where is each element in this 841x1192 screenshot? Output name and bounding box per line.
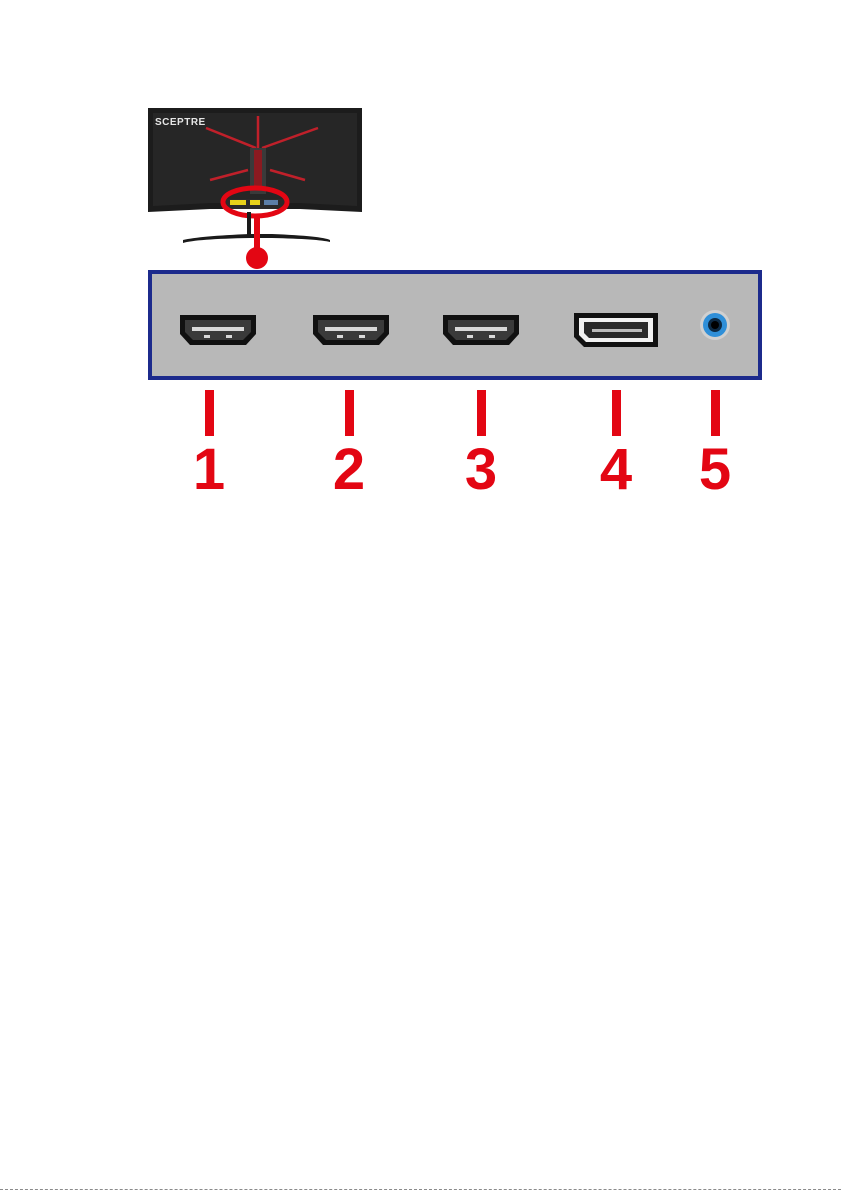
pointer-line-3: [477, 390, 486, 436]
hdmi-port-icon: [313, 315, 389, 345]
port-highlight-3: [264, 200, 278, 205]
port-number-4: 4: [586, 440, 646, 500]
pointer-line-2: [345, 390, 354, 436]
port-number-3: 3: [451, 440, 511, 500]
stand-pillar: [247, 212, 251, 238]
brand-logo: SCEPTRE: [155, 117, 206, 128]
pointer-line-1: [205, 390, 214, 436]
port-number-2: 2: [319, 440, 379, 500]
pointer-line-4: [612, 390, 621, 436]
displayport-icon: [574, 313, 658, 347]
monitor-back-illustration: SCEPTRE: [148, 108, 362, 269]
port-highlight-2: [250, 200, 260, 205]
stand-neck-accent: [254, 150, 262, 190]
page-bottom-rule: [0, 1189, 841, 1190]
port-panel: [150, 272, 760, 378]
port-number-1: 1: [179, 440, 239, 500]
port-number-5: 5: [685, 440, 745, 500]
port-highlight-1: [230, 200, 246, 205]
port-pointer-lines: [205, 390, 720, 436]
audio-jack-icon: [700, 310, 730, 340]
pointer-line-5: [711, 390, 720, 436]
hdmi-port-icon: [180, 315, 256, 345]
hdmi-port-icon: [443, 315, 519, 345]
callout-dot: [246, 247, 268, 269]
